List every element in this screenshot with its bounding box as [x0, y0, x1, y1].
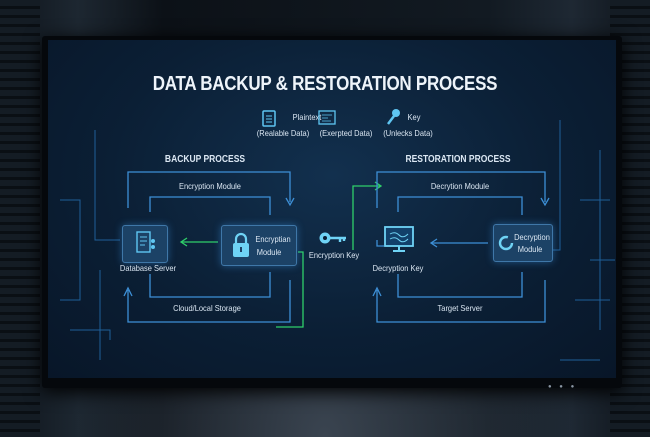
monitor-icon [384, 226, 414, 252]
diagram-screen: DATA BACKUP & RESTORATION PROCESS Plaint… [48, 40, 616, 378]
encryption-module-node[interactable]: Encryptian Module [221, 225, 297, 266]
key-icon [387, 109, 400, 125]
decryption-key-label: Decryption Key [372, 263, 424, 273]
refresh-icon [498, 235, 514, 251]
decryption-module-label-2: Module [517, 244, 543, 254]
legend-plaintext-label: Plaintext [292, 112, 322, 122]
backup-top-label: Encryption Module [179, 181, 241, 191]
encryption-key-icon [319, 232, 346, 244]
encrypted-data-icon [318, 110, 336, 125]
connector-lines [60, 120, 615, 361]
restoration-top-label: Decrytion Module [430, 181, 490, 191]
encryption-key-label: Encryption Key [308, 250, 360, 260]
monitor-indicator-lights: ● ● ● [548, 384, 578, 390]
database-server-node[interactable] [122, 225, 168, 263]
monitor: DATA BACKUP & RESTORATION PROCESS Plaint… [42, 36, 622, 388]
encryption-module-label-1: Encryptian [255, 234, 291, 244]
restoration-bottom-label: Target Server [437, 303, 483, 313]
decryption-module-label-1: Decryption [514, 232, 550, 242]
legend-key-label: Key [407, 112, 421, 122]
server-rack-left [0, 0, 40, 437]
legend-plaintext-sub: (Realable Data) [256, 128, 310, 138]
legend-key-sub: (Unlecks Data) [383, 128, 433, 138]
backup-bottom-label: Cloud/Local Storage [173, 303, 241, 313]
page-title: DATA BACKUP & RESTORATION PROCESS [152, 73, 498, 95]
decryption-module-node[interactable]: Decryption Module [493, 224, 553, 262]
database-document-icon [136, 231, 155, 253]
database-server-label: Database Server [119, 263, 177, 273]
backup-heading: BACKUP PROCESS [164, 154, 246, 165]
restoration-heading: RESTORATION PROCESS [405, 154, 511, 165]
lock-icon [233, 232, 249, 257]
encryption-module-label-2: Module [256, 247, 282, 257]
document-icon [262, 110, 276, 127]
legend-encrypted-sub: (Exerpted Data) [319, 128, 373, 138]
